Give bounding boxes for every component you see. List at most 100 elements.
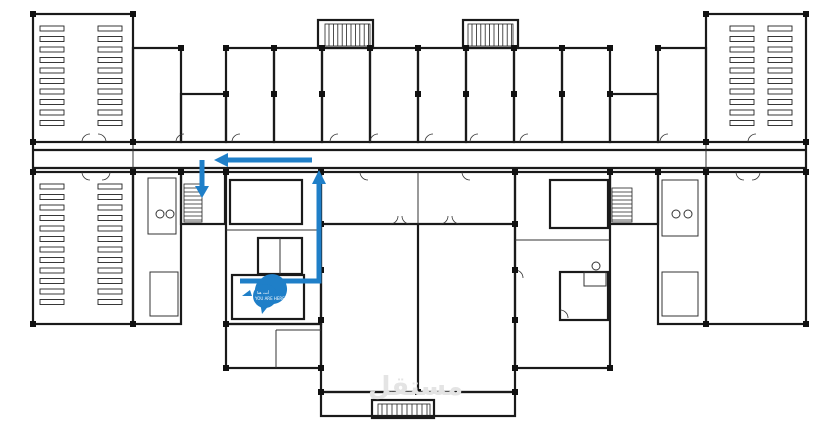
desk (39, 109, 65, 116)
desk (97, 109, 123, 116)
column (415, 389, 421, 395)
column (30, 11, 36, 17)
desk (729, 78, 755, 84)
column (703, 139, 709, 145)
desk (97, 204, 123, 211)
lecture-seating-left (39, 25, 123, 305)
desk (767, 109, 793, 116)
desk (39, 194, 65, 200)
desk (97, 194, 123, 200)
column (803, 139, 809, 145)
desk (39, 299, 65, 305)
desk (97, 288, 123, 295)
you-are-here-marker: أنت هنا YOU ARE HERE (242, 274, 288, 314)
column (367, 45, 373, 51)
desk (767, 67, 793, 74)
column (178, 169, 184, 175)
desk (39, 257, 65, 263)
column (511, 45, 517, 51)
desk (729, 57, 755, 63)
column (559, 45, 565, 51)
watermark-text: مستقل (368, 372, 463, 402)
column (803, 169, 809, 175)
desk (729, 88, 755, 95)
restroom-fixtures (147, 177, 699, 317)
column (223, 321, 229, 327)
desk (97, 57, 123, 63)
column (512, 221, 518, 227)
column (318, 365, 324, 371)
column (415, 91, 421, 97)
desk (729, 67, 755, 74)
desk (39, 288, 65, 295)
desk (39, 246, 65, 253)
desk (39, 267, 65, 274)
column (607, 169, 613, 175)
desk (767, 57, 793, 63)
column (607, 91, 613, 97)
column (512, 267, 518, 273)
column (512, 365, 518, 371)
desk (97, 246, 123, 253)
marker-label-en: YOU ARE HERE (254, 296, 285, 301)
desk (97, 215, 123, 221)
column (463, 45, 469, 51)
desk (767, 88, 793, 95)
desk (39, 36, 65, 42)
column (271, 45, 277, 51)
column (703, 169, 709, 175)
column (559, 91, 565, 97)
interior-partitions (132, 142, 707, 368)
desk (97, 99, 123, 105)
desk (729, 46, 755, 53)
column (415, 45, 421, 51)
column (607, 45, 613, 51)
desk (729, 120, 755, 126)
desk (97, 278, 123, 284)
column (178, 45, 184, 51)
desk (97, 78, 123, 84)
column (319, 91, 325, 97)
desk (97, 36, 123, 42)
column (318, 169, 324, 175)
doors (81, 133, 761, 319)
column (30, 139, 36, 145)
column (30, 321, 36, 327)
column (655, 45, 661, 51)
column (223, 365, 229, 371)
desk (39, 25, 65, 32)
desk (97, 46, 123, 53)
column (512, 317, 518, 323)
desk (39, 215, 65, 221)
column (223, 45, 229, 51)
column (803, 321, 809, 327)
desk (729, 109, 755, 116)
column (319, 45, 325, 51)
desk (39, 46, 65, 53)
desk (97, 88, 123, 95)
desk (729, 99, 755, 105)
desk (729, 36, 755, 42)
desk (97, 67, 123, 74)
desk (39, 78, 65, 84)
desk (97, 183, 123, 190)
desk (39, 236, 65, 242)
column (130, 139, 136, 145)
desk (767, 46, 793, 53)
column (655, 169, 661, 175)
column (271, 91, 277, 97)
desk (39, 278, 65, 284)
column (463, 91, 469, 97)
building-walls (31, 12, 808, 420)
column (512, 169, 518, 175)
column (512, 389, 518, 395)
desk (767, 120, 793, 126)
desk (39, 183, 65, 190)
desk (729, 25, 755, 32)
stairs (183, 23, 633, 417)
desk (767, 36, 793, 42)
desk (97, 299, 123, 305)
desk (97, 236, 123, 242)
desk (39, 120, 65, 126)
lecture-seating-right (729, 25, 793, 126)
